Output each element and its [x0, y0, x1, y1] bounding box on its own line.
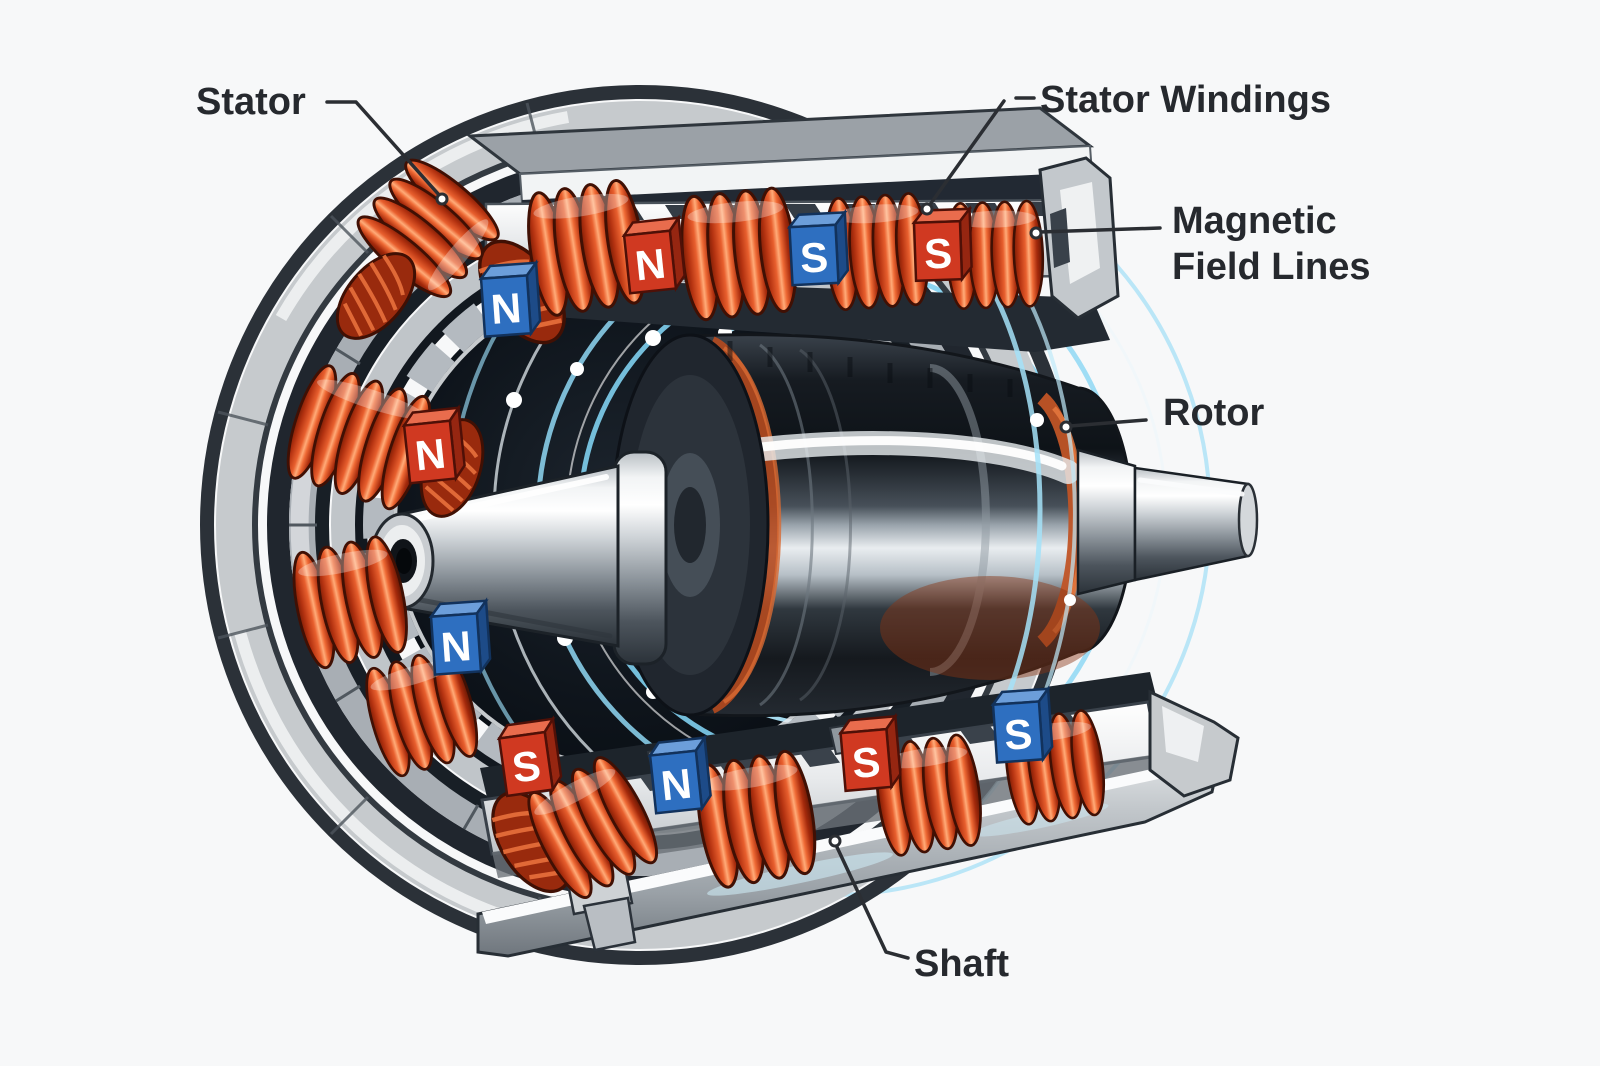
- pole-letter: N: [659, 760, 694, 810]
- pole-marker-4: N: [401, 404, 466, 485]
- pole-letter: S: [799, 233, 829, 281]
- pole-letter: N: [489, 284, 523, 333]
- pole-marker-2: S: [786, 208, 850, 287]
- label-shaft: Shaft: [914, 943, 1009, 985]
- callout-stator-windings: Stator Windings: [920, 79, 1331, 216]
- pole-letter: S: [850, 738, 882, 787]
- pole-marker-1: N: [621, 214, 686, 295]
- winding-coil: [675, 184, 803, 323]
- pole-markers: N N S S N N S: [401, 205, 1054, 815]
- rotor-body: [610, 333, 1134, 718]
- callout-magnetic-field-lines: Magnetic Field Lines: [1029, 200, 1370, 288]
- pole-marker-8: S: [838, 712, 902, 793]
- pole-marker-7: N: [647, 734, 712, 815]
- label-stator-windings: Stator Windings: [1040, 79, 1331, 121]
- pole-letter: N: [633, 240, 668, 290]
- pole-marker-3: S: [911, 205, 973, 283]
- callouts: Stator Stator Windings Magnetic Field Li…: [196, 79, 1370, 985]
- shaft-right: [1076, 448, 1259, 596]
- label-rotor: Rotor: [1163, 392, 1265, 434]
- label-magnetic-line1: Magnetic: [1172, 200, 1337, 242]
- pole-marker-0: N: [478, 259, 542, 338]
- callout-rotor: Rotor: [1059, 392, 1265, 434]
- bottom-slot-marks: [560, 713, 1080, 803]
- pole-letter: N: [413, 430, 448, 480]
- pole-letter: S: [1003, 710, 1034, 759]
- callout-stator: Stator: [196, 81, 449, 206]
- pole-marker-5: N: [428, 597, 492, 676]
- pole-marker-9: S: [990, 685, 1054, 764]
- pole-letter: S: [923, 230, 953, 278]
- pole-letter: S: [509, 741, 543, 791]
- callout-shaft: Shaft: [828, 834, 1009, 985]
- label-magnetic-line2: Field Lines: [1172, 246, 1370, 288]
- pole-letter: N: [439, 622, 473, 671]
- pole-marker-6: S: [496, 715, 563, 798]
- label-stator: Stator: [196, 81, 306, 123]
